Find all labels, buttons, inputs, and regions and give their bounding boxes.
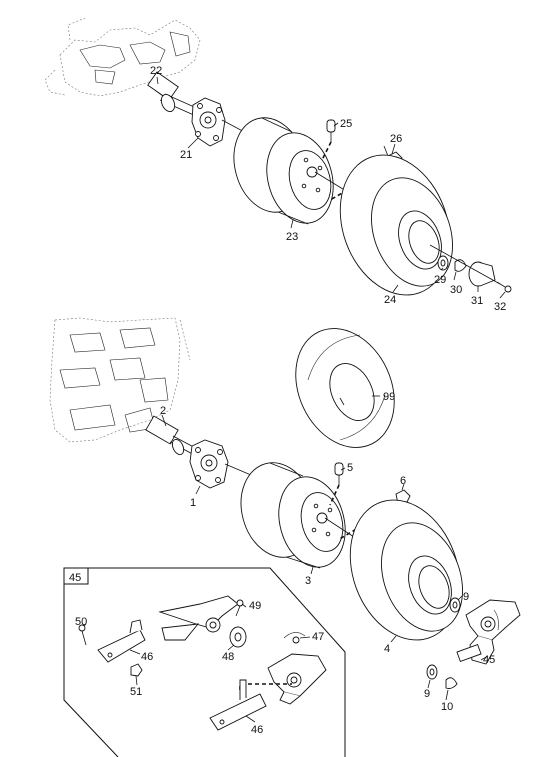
bracket-assembly-inset: [158, 595, 239, 641]
cap-31: [468, 261, 496, 287]
washer-29: [437, 255, 449, 271]
callout-4: 4: [384, 643, 390, 655]
callout-45: 45: [483, 654, 495, 666]
callout-26: 26: [390, 133, 402, 145]
rim-lower: [240, 462, 451, 601]
leader-lines: [83, 76, 506, 723]
valve-stem-lower: [334, 462, 344, 485]
inner-tube: [295, 328, 395, 448]
tire-upper: [339, 154, 453, 296]
callout-9-upper: 9: [463, 591, 469, 603]
callout-23: 23: [286, 231, 298, 243]
plate-46-lower: [209, 679, 267, 731]
lower-frame-fragment: [49, 317, 191, 443]
callout-3: 3: [305, 575, 311, 587]
callout-48: 48: [222, 651, 234, 663]
leader-valve-lower: [329, 484, 340, 506]
rim-upper: [233, 117, 411, 231]
bolt-50: [78, 624, 87, 646]
tire-lower: [349, 499, 463, 641]
bracket-45-inset: [267, 653, 327, 705]
callout-2: 2: [160, 405, 166, 417]
hub-lower: [189, 439, 259, 489]
plate-46-upper: [97, 619, 146, 663]
washer-9-lower: [426, 664, 438, 680]
spindle-bracket-45: [456, 599, 521, 665]
callout-50: 50: [75, 616, 87, 628]
washer-9-upper: [449, 597, 461, 613]
callout-6: 6: [400, 475, 406, 487]
callout-30: 30: [450, 284, 462, 296]
bolt-49: [235, 599, 244, 617]
callout-29: 29: [434, 274, 446, 286]
valve-stem-upper: [326, 119, 336, 142]
callout-21: 21: [180, 149, 192, 161]
leader-26: [329, 165, 391, 201]
callout-46-lower: 46: [251, 724, 263, 736]
spacer-48: [229, 626, 247, 648]
callout-47: 47: [312, 631, 324, 643]
callout-5: 5: [347, 462, 353, 474]
callout-1: 1: [190, 497, 196, 509]
leader-valve-upper: [321, 141, 332, 161]
hub-upper: [191, 97, 251, 147]
callout-9-lower: 9: [424, 688, 430, 700]
callout-32: 32: [494, 301, 506, 313]
nut-51: [130, 663, 143, 677]
callout-51: 51: [130, 686, 142, 698]
callout-45-box: 45: [69, 572, 81, 584]
callout-25: 25: [340, 118, 352, 130]
upper-frame-fragment: [44, 17, 201, 97]
callout-24: 24: [384, 294, 396, 306]
callout-22: 22: [150, 65, 162, 77]
callout-46-upper: 46: [141, 651, 153, 663]
callout-31: 31: [471, 295, 483, 307]
clip-10: [445, 677, 458, 689]
axis-upper: [429, 244, 501, 285]
pin-47: [283, 632, 306, 644]
clip-30: [454, 259, 467, 272]
callout-99: 99: [383, 391, 395, 403]
callout-49: 49: [249, 600, 261, 612]
callout-10: 10: [441, 701, 453, 713]
leader-6: [337, 503, 399, 541]
detail-inset-box: [63, 567, 346, 757]
callout-labels: 22 21 25 26 23 24 29 30 31 32 99 2 1 5 6…: [69, 65, 506, 736]
